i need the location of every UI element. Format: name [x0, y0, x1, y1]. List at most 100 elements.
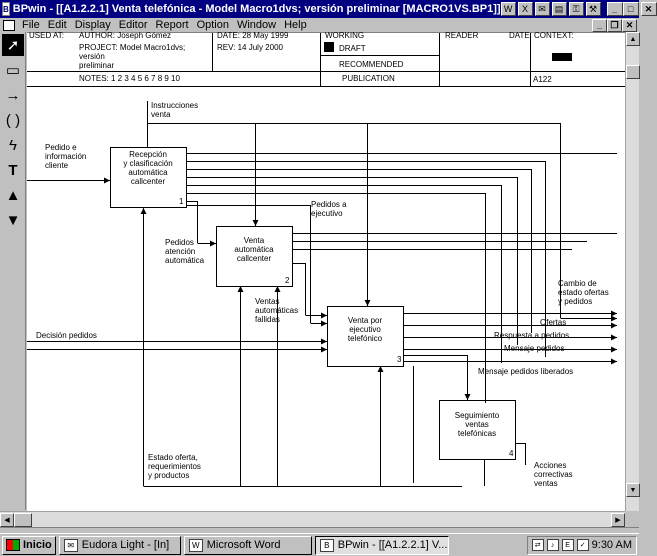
diagram-canvas[interactable]: USED AT: AUTHOR: Joseph Gómez DATE: 28 M…: [27, 31, 625, 511]
pointer-tool-icon[interactable]: ➚: [1, 33, 25, 57]
excel-icon[interactable]: X: [517, 2, 533, 16]
menu-report[interactable]: Report: [155, 19, 189, 31]
task-word-label: Microsoft Word: [206, 539, 281, 551]
clock[interactable]: 9:30 AM: [591, 539, 632, 551]
task-eudora-label: Eudora Light - [In]: [81, 539, 170, 551]
tray-antivirus-icon[interactable]: ✓: [576, 539, 589, 551]
taskbar: Inicio ✉ Eudora Light - [In] W Microsoft…: [0, 533, 639, 556]
header-used-at: USED AT:: [29, 31, 64, 40]
tunnel-tool-icon[interactable]: ϟ: [1, 133, 25, 157]
task-word[interactable]: W Microsoft Word: [183, 535, 312, 555]
activity-box-4[interactable]: [439, 400, 516, 460]
word-icon[interactable]: W: [500, 2, 516, 16]
go-down-tool-icon[interactable]: ▼: [1, 208, 25, 232]
activity-box-1[interactable]: [110, 147, 187, 208]
activity-box-3[interactable]: [327, 306, 404, 367]
arrow-label-decision[interactable]: Decisión pedidos: [36, 331, 97, 340]
tool-palette: ➚ ▭ → ( ) ϟ T ▲ ▼: [0, 32, 26, 510]
scroll-up-icon[interactable]: ▲: [626, 32, 640, 46]
header-author: AUTHOR: Joseph Gómez: [79, 31, 172, 40]
key-icon[interactable]: ⚿: [568, 2, 584, 16]
arrow-label-mensaje-liberacion[interactable]: Mensaje pedidos liberados: [478, 367, 574, 376]
task-bpwin[interactable]: B BPwin - [[A1.2.2.1] V...: [314, 535, 449, 555]
doc-restore-icon[interactable]: ❐: [607, 18, 622, 32]
minimize-icon[interactable]: _: [606, 2, 623, 16]
arrow-label-ventas-fallidas[interactable]: Ventas automáticas fallidas: [255, 297, 299, 324]
tools-icon[interactable]: ⚒: [585, 2, 601, 16]
arrow-label-respuesta[interactable]: Respuesta a pedidos: [494, 331, 570, 340]
word-icon: W: [188, 538, 203, 552]
squiggle-tool-icon[interactable]: ( ): [1, 108, 25, 132]
box-4-number: 4: [509, 449, 514, 458]
menu-help[interactable]: Help: [284, 19, 307, 31]
close-icon[interactable]: ✕: [640, 2, 657, 16]
arrow-label-estado[interactable]: Estado oferta, requerimientos y producto…: [148, 453, 201, 480]
mail-icon[interactable]: ✉: [534, 2, 550, 16]
task-eudora[interactable]: ✉ Eudora Light - [In]: [58, 535, 181, 555]
arrow-label-ofertas[interactable]: Ofertas: [540, 318, 567, 327]
document-controls: _ ❐ ✕: [592, 18, 637, 32]
bpwin-icon: B: [319, 538, 334, 552]
menu-window[interactable]: Window: [236, 19, 277, 31]
box-3-number: 3: [397, 355, 402, 364]
bpwin-app-icon[interactable]: B: [2, 2, 10, 16]
arrow-label-cambio[interactable]: Cambio de estado ofertas y pedidos: [558, 279, 609, 306]
header-draft: DRAFT: [339, 44, 366, 53]
eudora-icon: ✉: [63, 538, 78, 552]
box-tool-icon[interactable]: ▭: [1, 58, 25, 82]
header-publication: PUBLICATION: [342, 74, 395, 83]
header-date: DATE: 28 May 1999: [217, 31, 289, 40]
menu-file[interactable]: File: [22, 19, 40, 31]
tray-volume-icon[interactable]: ♪: [546, 539, 559, 551]
menu-bar: File Edit Display Editor Report Option W…: [0, 18, 639, 32]
header-recommended: RECOMMENDED: [339, 60, 404, 69]
menu-editor[interactable]: Editor: [118, 19, 148, 31]
start-label: Inicio: [23, 539, 52, 551]
scroll-right-icon[interactable]: ▶: [611, 513, 625, 527]
arrow-label-instrucciones[interactable]: Instrucciones venta: [151, 101, 199, 119]
tray-language-icon[interactable]: E: [561, 539, 574, 551]
box-3-label: Venta por ejecutivo telefónico: [347, 316, 383, 343]
maximize-icon[interactable]: □: [622, 2, 639, 16]
arrow-label-mensaje[interactable]: Mensaje pedidos: [504, 344, 565, 353]
text-tool-icon[interactable]: T: [1, 158, 25, 182]
activity-box-2[interactable]: [216, 226, 293, 287]
header-context: CONTEXT:: [534, 31, 574, 40]
menu-edit[interactable]: Edit: [47, 19, 67, 31]
windows-flag-icon: [6, 539, 20, 551]
horizontal-scrollbar[interactable]: ◀ ▶: [0, 511, 625, 527]
tray-network-icon[interactable]: ⇄: [531, 539, 544, 551]
doc-close-icon[interactable]: ✕: [622, 18, 637, 32]
menu-option[interactable]: Option: [196, 19, 229, 31]
arrow-label-pedido-info[interactable]: Pedido e información cliente: [45, 143, 87, 170]
header-working: WORKING: [325, 31, 365, 40]
header-notes: NOTES: 1 2 3 4 5 6 7 8 9 10: [79, 74, 180, 83]
document-icon[interactable]: [3, 19, 15, 31]
arrow-tool-icon[interactable]: →: [1, 83, 25, 107]
menu-display[interactable]: Display: [74, 19, 111, 31]
header-reader: READER: [445, 31, 479, 40]
scroll-left-icon[interactable]: ◀: [0, 513, 14, 527]
box-2-number: 2: [285, 276, 290, 285]
system-tray: ⇄ ♪ E ✓ 9:30 AM: [526, 535, 637, 555]
status-bar: [0, 527, 639, 533]
idef0-diagram: [27, 33, 625, 487]
arrow-label-acciones[interactable]: Acciones correctivas ventas: [534, 461, 573, 488]
go-up-tool-icon[interactable]: ▲: [1, 183, 25, 207]
start-button[interactable]: Inicio: [2, 535, 56, 555]
vertical-scrollbar[interactable]: ▲ ▼: [625, 32, 640, 511]
arrow-label-pedidos-atencion[interactable]: Pedidos atención automática: [165, 238, 205, 265]
horizontal-scroll-thumb[interactable]: [14, 513, 32, 527]
scroll-down-icon[interactable]: ▼: [626, 483, 640, 497]
vertical-scroll-thumb[interactable]: [626, 65, 640, 79]
box-2-label: Venta automática callcenter: [234, 236, 274, 263]
header-project: PROJECT: Model Macro1dvs; versión prelim…: [79, 43, 186, 70]
context-marker: [552, 53, 572, 61]
arrow-label-pedidos-ejecutivo[interactable]: Pedidos a ejecutivo: [311, 200, 347, 218]
doc-minimize-icon[interactable]: _: [592, 18, 607, 32]
title-quick-icons: W X ✉ ▤ ⚿ ⚒: [500, 2, 601, 16]
box-4-label: Seguimiento ventas telefónicas: [454, 411, 500, 438]
chart-icon[interactable]: ▤: [551, 2, 567, 16]
window-title: BPwin - [[A1.2.2.1] Venta telefónica - M…: [12, 3, 501, 15]
window-controls: _ □ ✕: [606, 2, 657, 16]
